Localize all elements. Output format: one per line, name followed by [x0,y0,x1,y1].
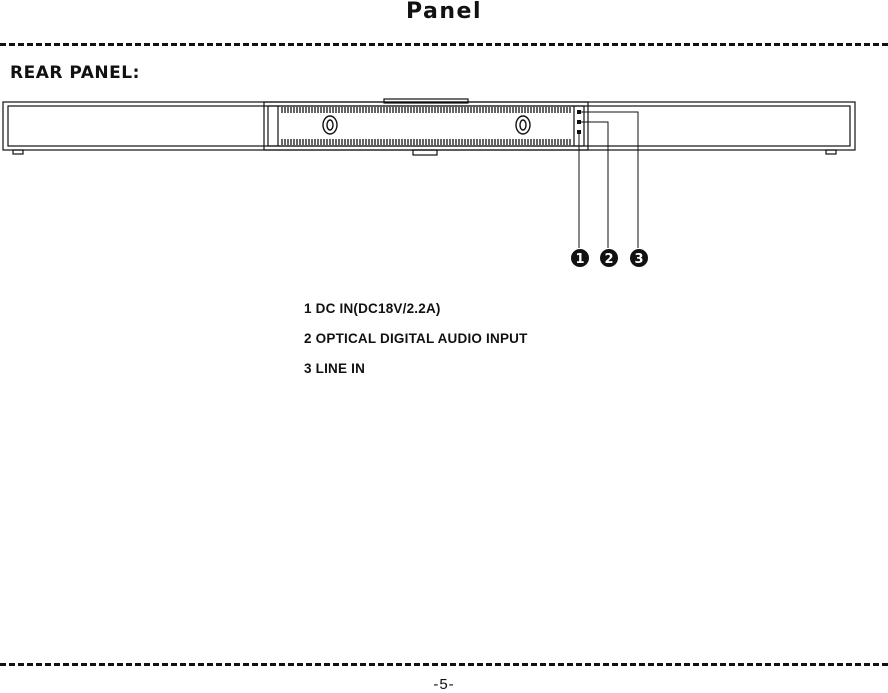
svg-text:2: 2 [604,252,613,267]
legend-item-optical-input: 2 OPTICAL DIGITAL AUDIO INPUT [304,324,528,354]
connector-jacks [577,110,581,134]
vent-grille-top [282,107,570,113]
svg-text:1: 1 [575,252,584,267]
callout-2: 2 [600,249,618,267]
bottom-dashed-divider [0,663,888,666]
callout-3: 3 [630,249,648,267]
page-title: Panel [0,0,888,24]
vent-grille-bottom [282,139,570,145]
rear-panel-diagram: 1 2 3 [0,98,888,273]
keyhole-right [516,116,530,134]
section-heading: REAR PANEL: [10,63,140,83]
keyhole-left [323,116,337,134]
connector-legend: 1 DC IN(DC18V/2.2A) 2 OPTICAL DIGITAL AU… [304,294,528,384]
legend-item-line-in: 3 LINE IN [304,354,528,384]
legend-item-dc-in: 1 DC IN(DC18V/2.2A) [304,294,528,324]
svg-text:3: 3 [634,252,643,267]
top-dashed-divider [0,43,888,46]
callout-1: 1 [571,249,589,267]
page-number: -5- [0,676,888,693]
